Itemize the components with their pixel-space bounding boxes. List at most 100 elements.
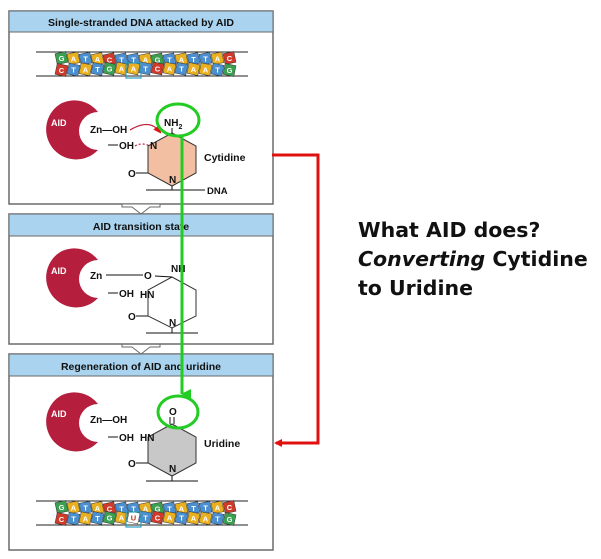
dna-base-letter: T <box>131 56 136 65</box>
dna-base-letter: T <box>95 65 100 74</box>
panel-2-header <box>8 213 274 237</box>
dna-base-letter: G <box>107 65 113 74</box>
dna-base-letter: A <box>203 65 209 74</box>
dna-base-letter: C <box>155 513 161 522</box>
dna-base-block <box>150 61 165 76</box>
dna-base-letter: T <box>167 55 172 64</box>
carbonyl-o-label: O <box>128 459 136 470</box>
dna-base-letter: T <box>167 504 172 513</box>
aid-enzyme-shape <box>46 100 98 160</box>
target-base-highlight <box>125 511 142 528</box>
red-arrow <box>272 153 320 447</box>
dna-base-block <box>174 61 189 76</box>
aid-enzyme-shape <box>46 392 98 452</box>
dna-base-letter: T <box>119 504 124 513</box>
dna-base-block <box>198 62 213 77</box>
dna-base-letter: T <box>191 55 196 64</box>
dna-base-letter: A <box>131 64 137 73</box>
dna-base-letter: T <box>215 515 220 524</box>
dna-base-letter: T <box>131 505 136 514</box>
dna-base-block <box>138 510 153 525</box>
dna-base-letter: A <box>95 504 101 513</box>
dna-base-block <box>174 510 189 525</box>
panel-1-title: Single-stranded DNA attacked by AID <box>48 17 234 29</box>
n1-label: N <box>169 175 176 186</box>
dna-base-block <box>210 51 225 66</box>
caption-converting: Converting <box>358 247 486 271</box>
nh2-label: NH2 <box>164 118 182 131</box>
dna-base-letter: A <box>167 514 173 523</box>
target-base-highlight <box>125 62 142 79</box>
zn-oh-label: Zn—OH <box>90 415 127 426</box>
panel-connector-1 <box>121 203 161 215</box>
aid-label: AID <box>51 266 67 276</box>
panel-3: Regeneration of AID and uridine AID Zn—O… <box>8 353 274 551</box>
aid-enzyme-shape <box>46 248 98 308</box>
dna-base-letter: T <box>203 55 208 64</box>
panel-3-header <box>8 353 274 377</box>
dna-base-letter: G <box>155 56 161 65</box>
n1-label: N <box>169 318 176 329</box>
dna-base-block <box>210 500 225 515</box>
dna-base-block <box>210 62 225 77</box>
dna-base-block <box>114 61 129 76</box>
dna-base-letter: T <box>95 514 100 523</box>
dna-base-block <box>66 51 81 66</box>
dna-base-letter: A <box>143 505 149 514</box>
carbonyl-o-label: O <box>128 169 136 180</box>
caption-line-2: Converting Cytidine <box>358 245 598 274</box>
dna-base-letter: A <box>215 54 221 63</box>
hn-label: HN <box>140 433 154 444</box>
dna-base-letter: C <box>155 64 161 73</box>
electron-arrow-1 <box>129 123 162 134</box>
caption-line-3: to Uridine <box>358 276 474 300</box>
caption: What AID does? Converting Cytidine to Ur… <box>358 216 598 303</box>
dna-base-letter: T <box>203 504 208 513</box>
dna-base-block <box>186 511 201 525</box>
dna-base-letter: A <box>215 503 221 512</box>
dna-base-block <box>90 511 105 525</box>
dna-base-block <box>222 63 237 77</box>
dna-base-block <box>222 512 237 526</box>
zn-label: Zn <box>90 271 102 282</box>
dna-base-letter: T <box>83 504 88 513</box>
n3-label: N <box>150 141 157 152</box>
oh-label: OH <box>119 289 134 300</box>
carbonyl-o-label: O <box>128 312 136 323</box>
dna-base-letter: T <box>215 66 220 75</box>
dna-base-letter: A <box>179 55 185 64</box>
dna-base-letter: T <box>191 504 196 513</box>
dna-label: DNA <box>207 186 228 197</box>
dna-base-letter: A <box>71 54 77 63</box>
dna-base-letter: T <box>83 55 88 64</box>
panel-3-title: Regeneration of AID and uridine <box>61 361 221 373</box>
zn-oh-label: Zn—OH <box>90 125 127 136</box>
dna-base-block <box>162 61 177 76</box>
dna-base-block <box>198 511 213 526</box>
dna-base-letter: A <box>143 56 149 65</box>
dna-base-letter: C <box>107 504 113 513</box>
dna-base-block <box>90 62 105 76</box>
dna-base-letter: A <box>83 514 89 523</box>
dna-base-letter: T <box>179 65 184 74</box>
dna-base-block <box>78 62 93 77</box>
dna-base-block <box>138 61 153 76</box>
dna-base-letter: T <box>71 66 76 75</box>
dna-base-block <box>222 51 237 65</box>
nh-label: NH <box>171 264 185 275</box>
o-top-label: O <box>169 407 177 418</box>
dna-base-letter: A <box>203 514 209 523</box>
dna-base-letter: C <box>227 503 233 512</box>
dna-base-letter: G <box>227 66 233 75</box>
panel-2: AID transition state AID Zn O OH NH HN N… <box>8 213 274 345</box>
dna-base-letter: G <box>59 54 65 63</box>
aid-label: AID <box>51 118 67 128</box>
dna-base-letter: A <box>119 65 125 74</box>
dna-base-block <box>114 510 129 525</box>
dna-base-letter: A <box>71 503 77 512</box>
green-circle-o <box>156 394 200 430</box>
dna-base-letter: G <box>107 514 113 523</box>
green-circle-nh2 <box>155 102 201 138</box>
